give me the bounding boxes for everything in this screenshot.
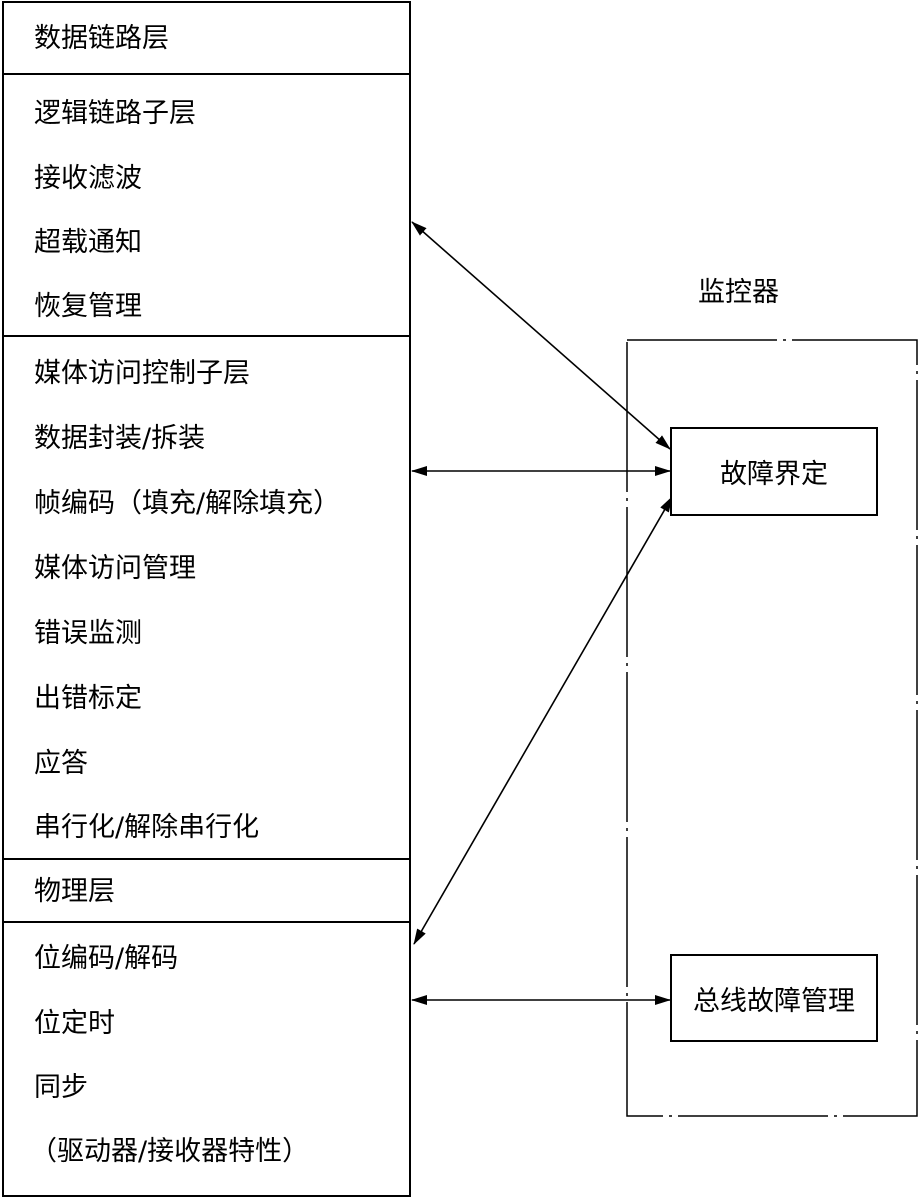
section-mac-sublayer: 媒体访问控制子层 数据封装/拆装 帧编码（填充/解除填充） 媒体访问管理 错误监… (4, 337, 409, 860)
list-item: 数据封装/拆装 (34, 423, 206, 454)
list-item: 出错标定 (34, 683, 142, 714)
list-item: 位编码/解码 (34, 943, 179, 974)
section-physical-functions: 位编码/解码 位定时 同步 （驱动器/接收器特性） (4, 923, 409, 1195)
arrow-llc-to-fault-confinement (411, 221, 671, 450)
list-item: 恢复管理 (34, 291, 142, 322)
list-item: 超载通知 (34, 227, 142, 258)
fault-confinement-box: 故障界定 (670, 427, 878, 516)
list-item: 媒体访问管理 (34, 553, 196, 584)
section-physical-layer: 物理层 (4, 860, 409, 923)
list-item: 接收滤波 (34, 163, 142, 194)
fault-confinement-label: 故障界定 (720, 459, 828, 490)
list-item: 位定时 (34, 1008, 115, 1039)
section-heading: 物理层 (34, 876, 115, 907)
section-llc-sublayer: 逻辑链路子层 接收滤波 超载通知 恢复管理 (4, 75, 409, 337)
section-heading: 逻辑链路子层 (34, 98, 196, 129)
arrow-physical-to-fault-confinement (413, 496, 673, 945)
list-item: （驱动器/接收器特性） (30, 1136, 310, 1167)
bus-fault-management-label: 总线故障管理 (693, 985, 855, 1017)
list-item: 错误监测 (34, 618, 142, 649)
section-data-link-layer: 数据链路层 (4, 3, 409, 75)
list-item: 串行化/解除串行化 (34, 812, 260, 843)
list-item: 同步 (34, 1072, 88, 1103)
bus-fault-management-box: 总线故障管理 (670, 954, 878, 1042)
list-item: 应答 (34, 748, 88, 779)
section-heading: 媒体访问控制子层 (34, 358, 250, 389)
monitor-title: 监控器 (698, 277, 779, 308)
list-item: 帧编码（填充/解除填充） (34, 488, 341, 519)
section-heading: 数据链路层 (34, 23, 169, 54)
layer-stack: 数据链路层 逻辑链路子层 接收滤波 超载通知 恢复管理 媒体访问控制子层 数据封… (2, 1, 411, 1197)
